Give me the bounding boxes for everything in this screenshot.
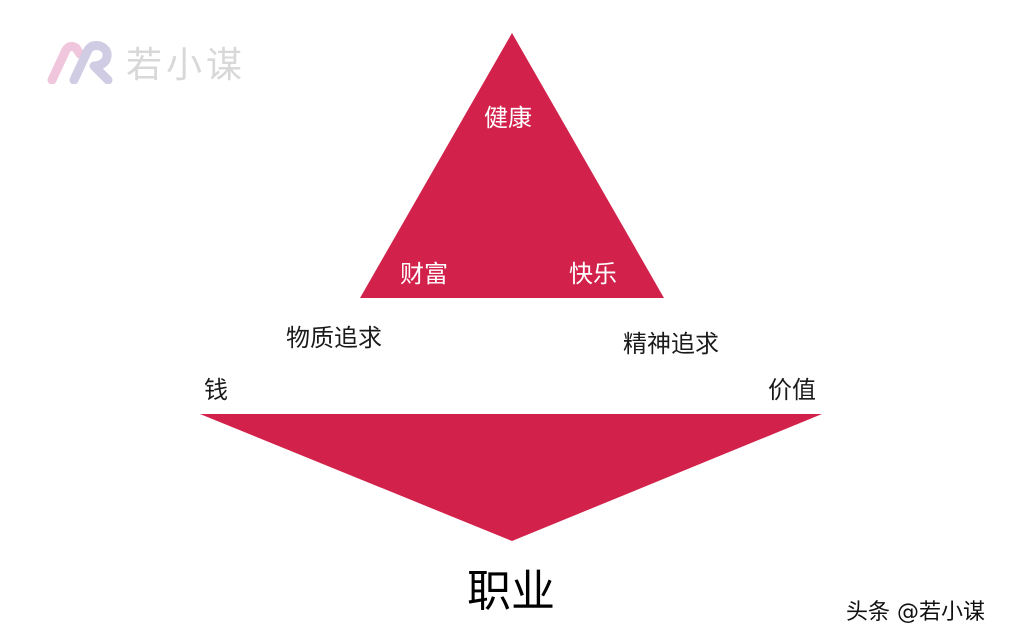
label-money: 钱 [204,376,228,404]
label-value: 价值 [768,376,816,404]
top-triangle [360,33,664,298]
label-happiness: 快乐 [569,260,617,288]
mr-logo-icon [47,41,113,84]
logo: 若小谋 [46,36,246,88]
bottom-triangle [200,414,822,541]
logo-text: 若小谋 [126,45,247,86]
label-career: 职业 [467,566,555,617]
label-spiritual-pursuit: 精神追求 [623,330,719,358]
label-material-pursuit: 物质追求 [286,324,382,352]
label-wealth: 财富 [400,260,448,288]
watermark: 头条 @若小谋 [846,600,985,625]
label-health: 健康 [484,104,532,132]
